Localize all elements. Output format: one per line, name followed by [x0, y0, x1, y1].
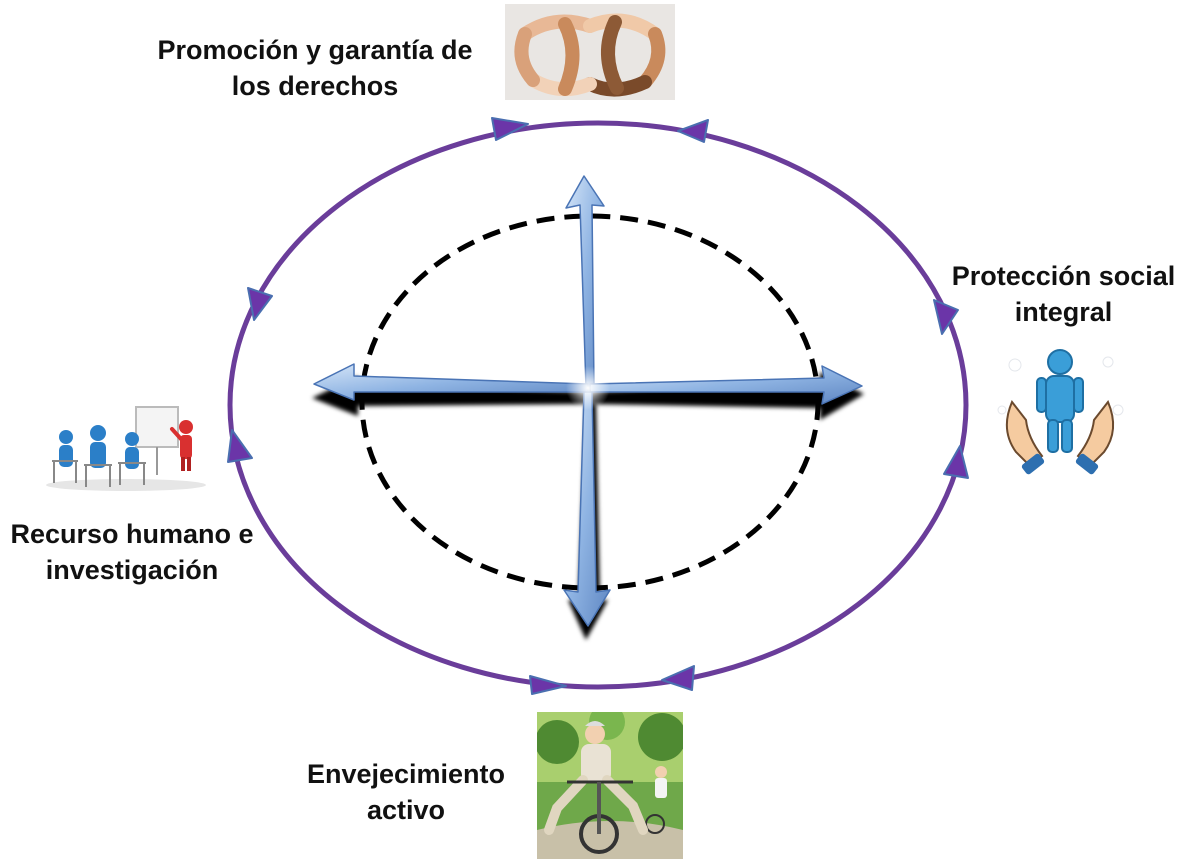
label-promocion-line2: los derechos: [231, 71, 399, 101]
joined-hands-icon: [505, 4, 675, 100]
label-proteccion-line1: Protección social: [951, 261, 1176, 291]
cycle-arrowhead-bottom-left: [529, 675, 567, 695]
outer-cycle-ellipse: [227, 120, 969, 690]
arrow-right: [589, 365, 863, 405]
arrow-left: [313, 363, 589, 401]
label-proteccion-line2: integral: [1014, 297, 1113, 327]
label-promocion-derechos: Promoción y garantía de los derechos: [140, 32, 490, 104]
label-recurso-humano: Recurso humano e investigación: [0, 516, 264, 588]
protective-hands-icon: [990, 340, 1130, 480]
label-envejecimiento-activo: Envejecimiento activo: [290, 756, 522, 828]
classroom-icon: [40, 405, 212, 493]
label-recurso-line2: investigación: [45, 555, 219, 585]
arrow-up: [565, 175, 605, 389]
cycle-arrowhead-top-left: [491, 117, 529, 141]
center-glow: [566, 366, 610, 410]
cross-arrows: [313, 175, 863, 627]
cycle-arrowhead-left-upper: [247, 287, 273, 321]
cycle-arrowheads: [227, 117, 969, 695]
label-recurso-line1: Recurso humano e: [10, 519, 254, 549]
cycle-arrowhead-left-lower: [227, 429, 253, 463]
arrow-down: [563, 391, 611, 627]
label-proteccion-social: Protección social integral: [946, 258, 1181, 330]
cycle-arrowhead-bottom-right: [661, 665, 695, 691]
elderly-cyclists-icon: [537, 712, 683, 859]
cycle-arrowhead-top-right: [677, 119, 709, 143]
cycle-arrowhead-right-lower: [943, 445, 969, 479]
label-envejecimiento-line1: Envejecimiento: [306, 759, 506, 789]
cycle-arrowhead-right-upper: [933, 299, 959, 335]
label-promocion-line1: Promoción y garantía de: [157, 35, 473, 65]
label-envejecimiento-line2: activo: [366, 795, 446, 825]
